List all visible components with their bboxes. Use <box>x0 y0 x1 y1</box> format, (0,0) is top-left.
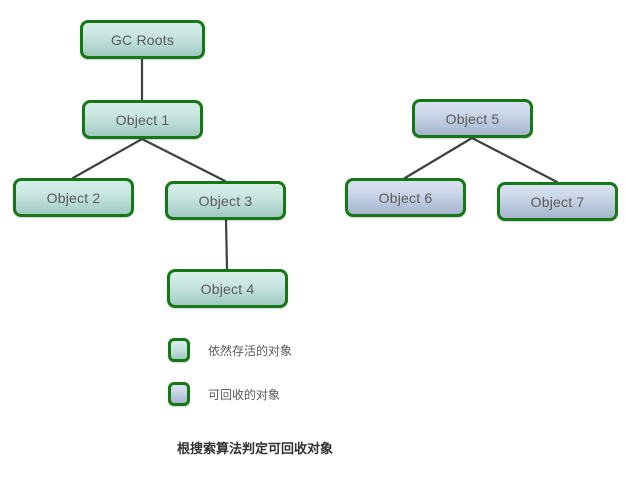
edge-object-3-to-object-4 <box>224 218 229 271</box>
legend-swatch-alive <box>168 338 190 362</box>
edge-object-5-to-object-7 <box>470 136 559 184</box>
legend-swatch-garbage <box>168 382 190 406</box>
node-object-6[interactable]: Object 6 <box>345 178 466 217</box>
node-label: Object 4 <box>200 280 255 297</box>
diagram-caption: 根搜索算法判定可回收对象 <box>176 441 333 456</box>
node-object-5[interactable]: Object 5 <box>412 99 533 138</box>
node-object-7[interactable]: Object 7 <box>497 182 618 221</box>
node-object-1[interactable]: Object 1 <box>82 100 203 139</box>
edge-object-1-to-object-3 <box>140 137 227 183</box>
edge-object-5-to-object-6 <box>403 136 474 180</box>
node-label: Object 3 <box>198 192 253 209</box>
node-label: Object 5 <box>445 110 500 127</box>
node-label: Object 2 <box>46 189 101 206</box>
legend-label: 可回收的对象 <box>208 387 281 402</box>
node-label: Object 6 <box>378 189 433 206</box>
node-label: Object 7 <box>530 193 585 210</box>
node-object-3[interactable]: Object 3 <box>165 181 286 220</box>
node-object-2[interactable]: Object 2 <box>13 178 134 217</box>
node-object-4[interactable]: Object 4 <box>167 269 288 308</box>
node-label: Object 1 <box>115 111 170 128</box>
legend-label: 依然存活的对象 <box>208 343 293 358</box>
node-label: GC Roots <box>110 31 175 48</box>
node-gc-roots[interactable]: GC Roots <box>80 20 205 59</box>
legend-item-garbage: 可回收的对象 <box>168 382 280 406</box>
edge-object-1-to-object-2 <box>71 137 144 180</box>
legend-item-alive: 依然存活的对象 <box>168 338 292 362</box>
